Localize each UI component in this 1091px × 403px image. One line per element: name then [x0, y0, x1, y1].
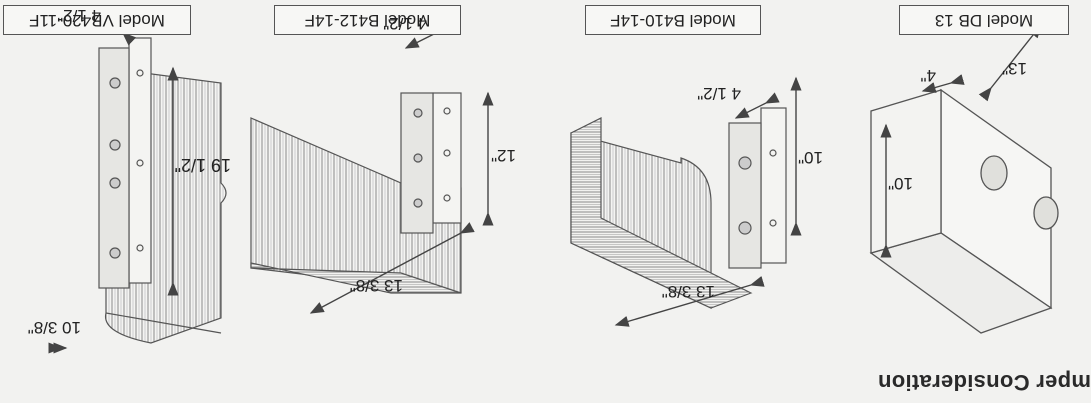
b412-height-dim: 12" [491, 146, 516, 165]
b412-width-arrow [309, 222, 475, 314]
b410-drawing [570, 107, 787, 309]
db13-width-dim: 13" [1002, 59, 1027, 78]
db13-drawing [869, 88, 1059, 334]
b412-width-dim: 13 3/8" [349, 276, 403, 295]
model-b412-label: Model B412-14F [274, 5, 461, 35]
b410-width-dim: 13 3/8" [661, 282, 715, 301]
db13-depth-arrow [921, 74, 965, 93]
db13-width-arrow [978, 23, 1042, 102]
b412-depth-dim: 4 1/2" [383, 14, 427, 33]
vb420-width-dim: 10 3/8" [27, 318, 81, 337]
model-db13-label: Model DB 13 [899, 5, 1069, 35]
db13-depth-dim: 4" [920, 66, 937, 85]
b410-height-dim: 10" [798, 148, 823, 167]
page-title: mper Consideration [877, 370, 1091, 395]
b412-depth-arrow [404, 22, 450, 49]
b410-depth-arrow [734, 92, 780, 119]
db13-height-dim: 10" [888, 174, 913, 193]
vb420-depth-dim: 4 1/2" [57, 6, 101, 25]
b412-drawing [250, 92, 462, 294]
vb420-drawing [98, 37, 227, 344]
vb420-height-dim: 19 1/2" [174, 155, 231, 175]
b410-width-arrow [614, 276, 765, 327]
b410-depth-dim: 4 1/2" [697, 84, 741, 103]
model-b410-label: Model B410-14F [585, 5, 761, 35]
